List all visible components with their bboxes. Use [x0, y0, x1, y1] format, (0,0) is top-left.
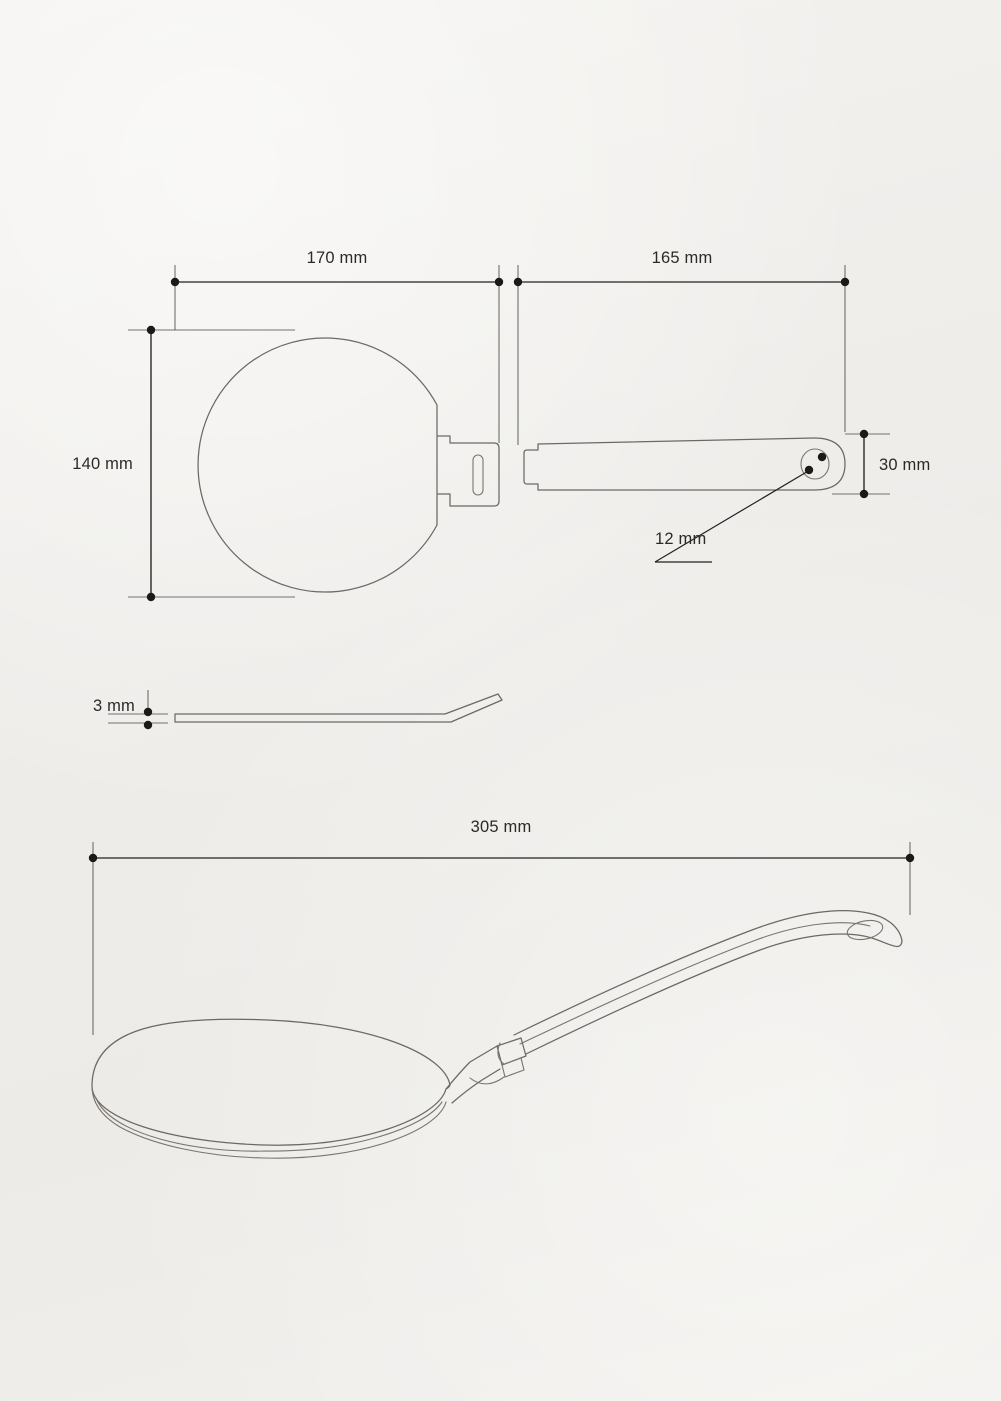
persp-collar-curve [469, 1076, 505, 1085]
view-edge-profile: 3 mm [93, 690, 503, 730]
dim-label-305: 305 mm [471, 818, 532, 836]
dim-dot-165-right [840, 277, 850, 287]
persp-disc-rim-inner [95, 1097, 443, 1152]
dim-label-170: 170 mm [307, 249, 368, 267]
persp-disc-rim-outer [91, 1085, 447, 1159]
view-perspective: 305 mm [88, 818, 915, 1159]
persp-neck-lower [451, 1068, 501, 1104]
dim-dot-305-right [905, 853, 915, 863]
persp-handle-bottom [525, 933, 903, 1055]
persp-collar [496, 1037, 527, 1066]
dim-label-30: 30 mm [879, 456, 930, 474]
persp-disc-top [91, 1018, 451, 1146]
dim-label-12: 12 mm [655, 530, 706, 548]
dim-dot-3-top [143, 707, 153, 717]
view-handle-side: 165 mm 30 mm 12 mm [513, 249, 930, 563]
dim-label-140: 140 mm [72, 455, 133, 473]
dim-label-3: 3 mm [93, 697, 135, 715]
persp-handle-top [513, 909, 903, 1036]
dim-dot-12-b [817, 452, 827, 462]
dim-dot-170-left [170, 277, 180, 287]
leader-line-12 [654, 469, 811, 563]
dim-dot-170-right [494, 277, 504, 287]
dim-dot-3-bottom [143, 720, 153, 730]
handle-side-outline [523, 437, 846, 491]
edge-profile-outline [174, 693, 503, 723]
view-plan: 170 mm 140 mm [72, 249, 504, 602]
persp-collar-edge [497, 1042, 505, 1065]
dim-dot-305-left [88, 853, 98, 863]
dim-dot-165-left [513, 277, 523, 287]
dim-dot-30-bottom [859, 489, 869, 499]
disc-plan-outline [197, 337, 500, 593]
persp-handle-hole [846, 919, 884, 941]
dim-dot-140-top [146, 325, 156, 335]
persp-collar-tab [501, 1057, 525, 1078]
dim-dot-30-top [859, 429, 869, 439]
persp-neck [445, 1045, 498, 1090]
persp-handle-crease [519, 922, 871, 1045]
dim-dot-12-a [804, 465, 814, 475]
tab-slot [472, 454, 484, 496]
dim-label-165: 165 mm [652, 249, 713, 267]
dim-dot-140-bottom [146, 592, 156, 602]
handle-hole [800, 448, 830, 480]
